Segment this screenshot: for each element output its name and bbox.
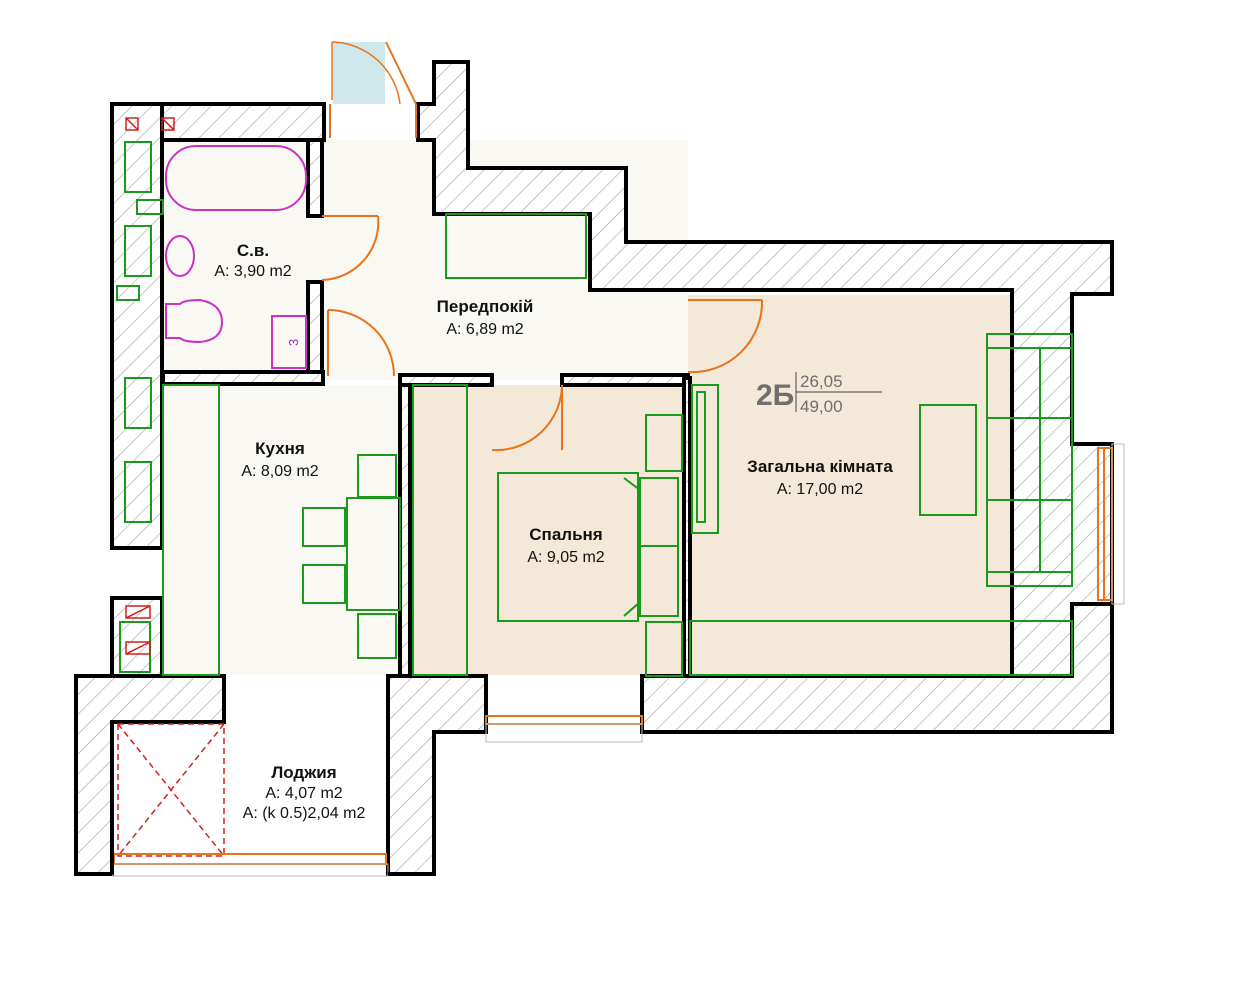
label-loggia-area: А: 4,07 m2 [265, 785, 342, 802]
hall-wardrobe [445, 213, 587, 279]
loggia-x [117, 723, 225, 857]
wall-hall-bedroom-left [398, 373, 494, 387]
pillow-2 [639, 545, 679, 617]
sanitary [165, 145, 307, 369]
bath-shelf-4 [116, 285, 140, 301]
label-living-name: Загальна кімната [747, 457, 893, 476]
loggia-outline [76, 722, 434, 876]
wall-left [110, 102, 164, 550]
apartment-code: 2Б 26,05 49,00 [756, 372, 882, 416]
wall-bedroom-bottom [386, 674, 488, 876]
apartment-type: 2Б [756, 379, 794, 412]
kitchen-counter [162, 384, 220, 676]
coffee-table [919, 404, 977, 516]
doors [321, 41, 764, 452]
living-door [687, 299, 764, 374]
chair-4 [357, 613, 397, 659]
walls [74, 60, 1114, 876]
nightstand-1 [645, 414, 683, 472]
window-bedroom-frame [485, 723, 643, 743]
tv-shelf [691, 384, 719, 534]
wall-bath-kitchen [161, 370, 325, 386]
floor-living [688, 295, 1071, 675]
label-hall-area: А: 6,89 m2 [446, 321, 523, 338]
nightstand-2 [645, 621, 683, 677]
vent-2 [161, 117, 175, 131]
wall-hall-bedroom-right [560, 373, 690, 387]
sofa [986, 333, 1073, 587]
label-living-area: А: 17,00 m2 [777, 481, 863, 498]
label-kitchen-name: Кухня [255, 439, 305, 458]
kitchen-door [327, 309, 395, 377]
chair-3 [302, 564, 346, 604]
wall-kitchen-bedroom [398, 376, 412, 678]
toilet [165, 298, 224, 344]
bath-shelf-3 [136, 199, 164, 215]
label-loggia-area-coef: А: (k 0.5)2,04 m2 [243, 805, 366, 822]
floor-bathroom [163, 140, 308, 372]
vent-1 [125, 117, 139, 131]
cabinet-3-label: 3 [286, 339, 301, 346]
vent-3 [125, 605, 151, 619]
bedroom-door [491, 384, 563, 452]
floor-kitchen [163, 385, 403, 675]
tv [696, 391, 706, 523]
wall-bath-right-bottom [306, 280, 324, 374]
kitchen-shelf-1 [124, 377, 152, 429]
label-bathroom-area: А: 3,90 m2 [214, 263, 291, 280]
living-cabinet [689, 620, 1073, 676]
label-kitchen-area: А: 8,09 m2 [241, 463, 318, 480]
bath-shelf-1 [124, 141, 152, 193]
window-loggia-frame [111, 863, 389, 877]
label-bedroom-area: А: 9,05 m2 [527, 549, 604, 566]
cabinet-3 [271, 315, 307, 369]
entry-door-leaf [329, 41, 417, 138]
apartment-total-area: 49,00 [800, 397, 843, 416]
window-bedroom [485, 715, 643, 725]
window-living-frame [1111, 443, 1125, 605]
wall-loggia-left [74, 674, 226, 876]
entry-door [331, 41, 401, 105]
label-hall-name: Передпокій [437, 297, 534, 316]
apartment-living-area: 26,05 [800, 372, 843, 391]
bed-line-1 [623, 477, 641, 491]
label-loggia-name: Лоджия [271, 763, 336, 782]
bed-line-2 [623, 601, 641, 617]
kitchen-shelf-2 [124, 461, 152, 523]
furniture [116, 141, 1073, 677]
bed [497, 472, 639, 622]
vent-4 [125, 641, 151, 655]
entry-glass [333, 42, 385, 104]
room-labels: С.в. А: 3,90 m2 Передпокій А: 6,89 m2 Ку… [214, 241, 893, 822]
sink [165, 235, 195, 277]
wall-bath-right-top [306, 138, 324, 218]
bedroom-wardrobe [412, 384, 468, 676]
chair-2 [302, 507, 346, 547]
bathtub [165, 145, 307, 211]
bath-shelf-2 [124, 225, 152, 277]
chair-1 [357, 454, 397, 498]
vents [117, 117, 225, 857]
window-loggia [113, 853, 387, 865]
bath-door [321, 215, 380, 281]
label-bedroom-name: Спальня [529, 525, 602, 544]
label-bathroom-name: С.в. [237, 241, 269, 260]
